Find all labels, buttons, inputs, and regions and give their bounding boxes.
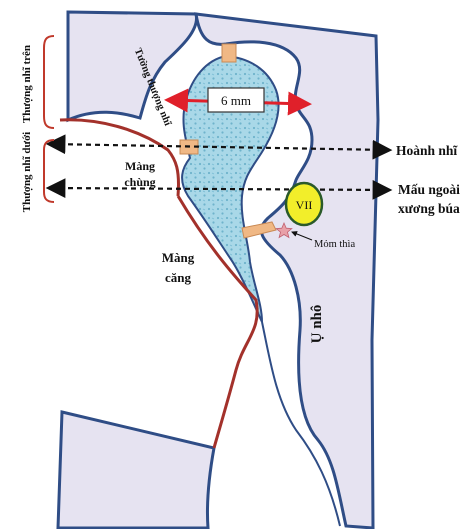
hoanh-nhi-label: Hoành nhĩ xyxy=(396,143,458,158)
facial-nerve-label: VII xyxy=(296,198,313,212)
mang-chung-label-1: Màng xyxy=(125,159,155,173)
lower-wall xyxy=(58,412,214,528)
mang-cang-label-2: căng xyxy=(165,270,192,285)
thuong-nhi-duoi-label: Thượng nhĩ dưới xyxy=(21,132,33,212)
upper-ligament xyxy=(222,44,236,62)
u-nho-label: Ụ nhô xyxy=(309,305,325,344)
bracket-lower xyxy=(44,140,54,202)
bracket-upper xyxy=(44,36,54,128)
mang-cang-label-1: Màng xyxy=(162,250,195,265)
mau-ngoai-label-1: Mấu ngoài xyxy=(398,182,460,197)
mom-thia-label: Mỏm thìa xyxy=(314,239,355,250)
thuong-nhi-tren-label: Thượng nhĩ trên xyxy=(21,45,33,123)
measure-label: 6 mm xyxy=(221,93,251,108)
mau-ngoai-label-2: xương búa xyxy=(398,201,460,216)
outer-attic-wall xyxy=(68,12,197,120)
pars-flaccida-line xyxy=(60,120,179,196)
mang-chung-label-2: chùng xyxy=(124,175,155,189)
